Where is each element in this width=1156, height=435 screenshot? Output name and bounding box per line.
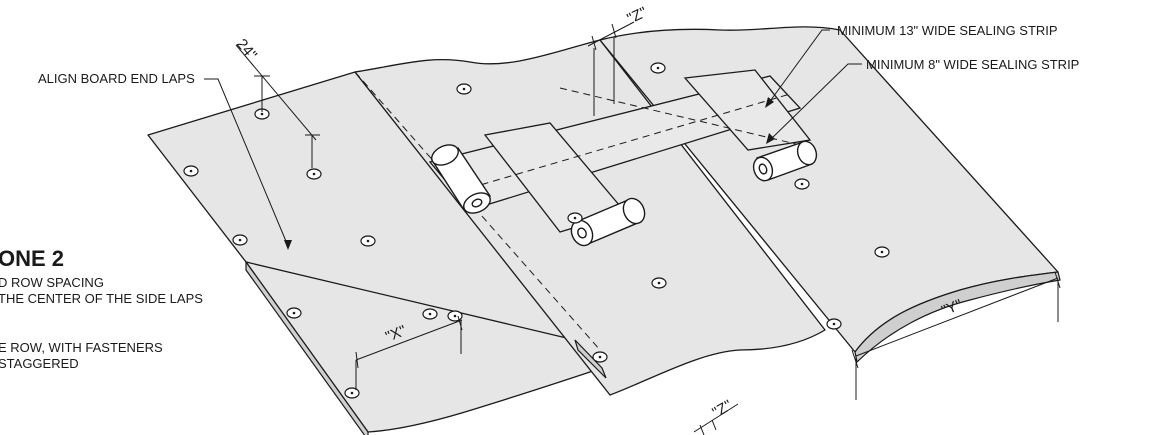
zone-note: ONE 2 D ROW SPACING THE CENTER OF THE SI… — [0, 246, 203, 371]
roller-right-icon — [752, 140, 818, 182]
label-dim-z-bottom: "Z" — [710, 397, 736, 422]
dim-z-top-line — [587, 21, 635, 116]
zone-note-line-4: STAGGERED — [0, 356, 79, 371]
board-edge-left — [245, 260, 369, 435]
dim-x-line — [355, 315, 463, 390]
label-dim-z-top: "Z" — [625, 4, 650, 28]
fastener-icon — [592, 351, 608, 363]
fastener-icon — [183, 165, 199, 177]
fastener-icon — [360, 235, 376, 247]
fastener-icon — [826, 318, 842, 330]
dim-24-tick-b — [305, 134, 320, 168]
roller-center-icon — [570, 197, 646, 247]
sealing-strips — [354, 69, 812, 351]
board-lower-left — [245, 261, 603, 433]
label-sealing-8: MINIMUM 8" WIDE SEALING STRIP — [866, 57, 1079, 72]
rollers — [430, 140, 818, 247]
leader-align-laps — [204, 78, 289, 247]
label-align-laps: ALIGN BOARD END LAPS — [38, 71, 195, 86]
leader-sealing-8 — [769, 63, 862, 141]
sealing-strip-8-wide-right — [683, 69, 812, 151]
dim-24-tick-a — [254, 75, 270, 112]
fastener-icon — [567, 212, 583, 224]
label-dim-24: 24" — [233, 36, 260, 64]
zone-note-line-3: E ROW, WITH FASTENERS — [0, 340, 163, 355]
dim-24-line — [235, 44, 317, 141]
label-dim-x: "X" — [383, 322, 409, 346]
fastener-icon — [794, 178, 810, 190]
dimension-lines — [204, 21, 1061, 435]
fastener-icon — [232, 234, 248, 246]
zone-note-line-1: D ROW SPACING — [0, 275, 104, 290]
hidden-edge-top — [559, 87, 801, 146]
zone-note-line-2: THE CENTER OF THE SIDE LAPS — [0, 291, 203, 306]
label-dim-y: "Y" — [939, 296, 965, 320]
roller-left-icon — [430, 144, 492, 214]
dim-y-line — [851, 271, 1061, 400]
fastener-icon — [447, 310, 463, 322]
dim-z-bottom-line — [693, 403, 739, 435]
fastener-icon — [306, 168, 322, 180]
fastener-icon — [874, 246, 890, 258]
board-edge-right — [854, 271, 1061, 364]
fastener-icon — [254, 108, 270, 120]
label-sealing-13: MINIMUM 13" WIDE SEALING STRIP — [837, 23, 1058, 38]
fastener-icon — [456, 83, 472, 95]
fastener-icon — [422, 308, 438, 320]
fastener-icon — [344, 387, 360, 399]
leader-sealing-13 — [767, 29, 830, 105]
fastener-icon — [651, 277, 667, 289]
fasteners — [183, 62, 890, 399]
fastener-icon — [286, 307, 302, 319]
fastener-icon — [650, 62, 666, 74]
hidden-edge-joint — [469, 93, 791, 189]
zone-title: ONE 2 — [0, 246, 64, 271]
